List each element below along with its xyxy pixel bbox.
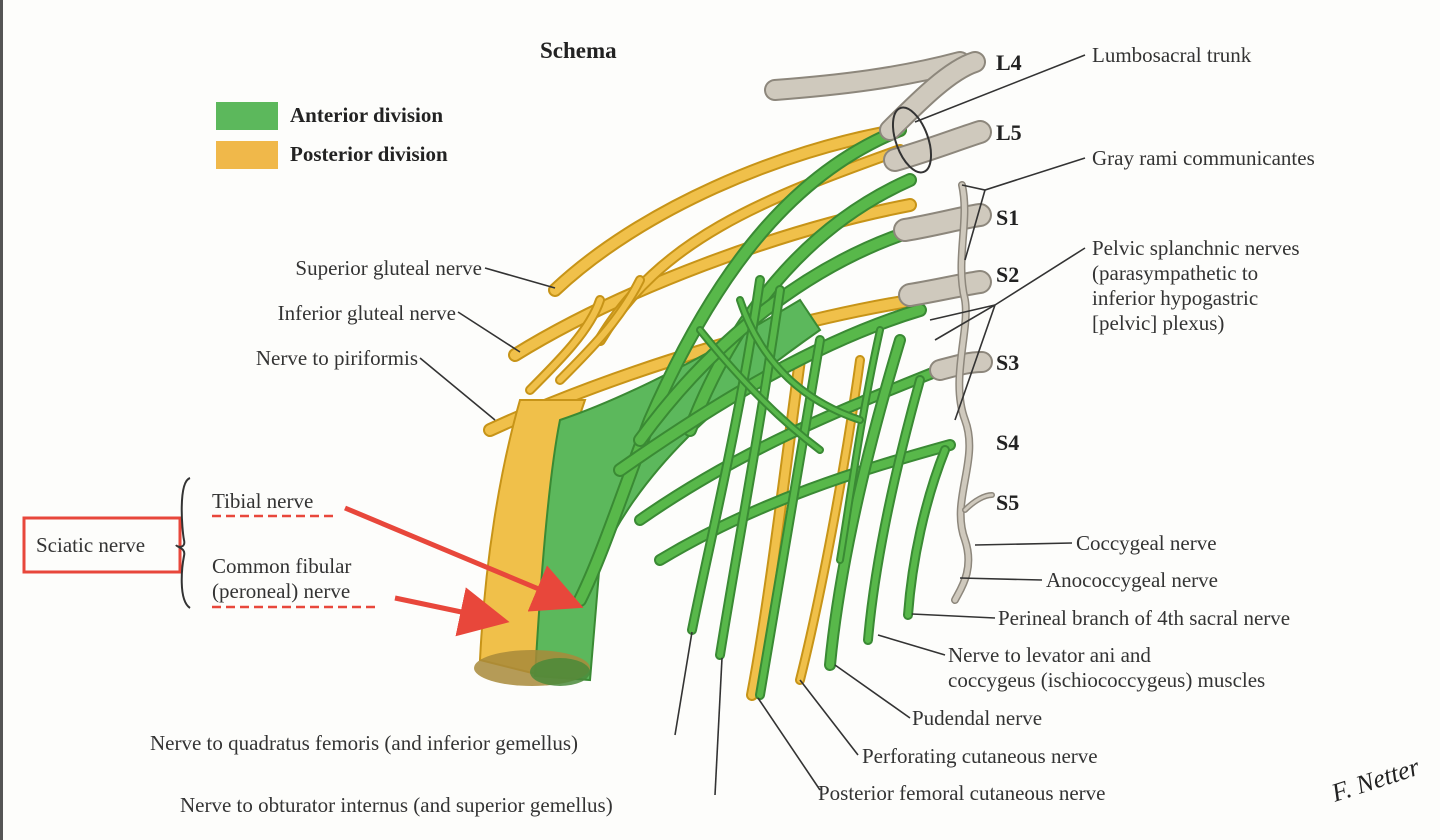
label-pelvic-splanchnic-2: (parasympathetic to [1092,261,1258,285]
legend-label-anterior: Anterior division [290,103,443,127]
left-labels: Superior gluteal nerve Inferior gluteal … [150,256,613,817]
anterior-division-branches [573,123,956,700]
label-superior-gluteal: Superior gluteal nerve [295,256,482,280]
label-tibial-nerve: Tibial nerve [212,489,313,513]
arrow-to-common-fibular [394,587,510,637]
root-label-s5: S5 [996,490,1019,515]
arrow-to-tibial [344,505,584,612]
label-pelvic-splanchnic-4: [pelvic] plexus) [1092,311,1224,335]
root-label-s3: S3 [996,350,1019,375]
root-label-s4: S4 [996,430,1019,455]
root-label-l5: L5 [996,120,1022,145]
label-sciatic-nerve: Sciatic nerve [36,533,145,557]
root-labels: L4 L5 S1 S2 S3 S4 S5 [996,50,1022,515]
label-inferior-gluteal: Inferior gluteal nerve [278,301,456,325]
spinal-root-stumps [764,51,995,604]
label-common-fibular-1: Common fibular [212,554,351,578]
label-levator-ani-2: coccygeus (ischiococcygeus) muscles [948,668,1265,692]
nerve-illustration [474,51,995,701]
label-pelvic-splanchnic-3: inferior hypogastric [1092,286,1258,310]
right-labels: Lumbosacral trunk Gray rami communicante… [818,43,1315,805]
legend-swatch-anterior [216,102,278,130]
label-levator-ani-1: Nerve to levator ani and [948,643,1151,667]
leader-lines [419,54,1086,796]
label-pudendal: Pudendal nerve [912,706,1042,730]
root-label-s1: S1 [996,205,1019,230]
label-coccygeal: Coccygeal nerve [1076,531,1217,555]
label-perineal-branch: Perineal branch of 4th sacral nerve [998,606,1290,630]
label-common-fibular-2: (peroneal) nerve [212,579,350,603]
sciatic-trunk [474,298,822,686]
label-perforating-cutaneous: Perforating cutaneous nerve [862,744,1098,768]
label-pelvic-splanchnic-1: Pelvic splanchnic nerves [1092,236,1300,260]
label-quadratus-femoris: Nerve to quadratus femoris (and inferior… [150,731,578,755]
brace [175,477,191,609]
sciatic-annotation: Sciatic nerve Tibial nerve Common fibula… [22,477,584,637]
legend-swatch-posterior [216,141,278,169]
sciatic-box [22,516,182,574]
artist-signature: F. Netter [1327,752,1424,808]
diagram-title: Schema [540,38,617,63]
root-label-l4: L4 [996,50,1022,75]
label-lumbosacral-trunk: Lumbosacral trunk [1092,43,1252,67]
label-piriformis: Nerve to piriformis [256,346,418,370]
label-posterior-femoral-cutaneous: Posterior femoral cutaneous nerve [818,781,1105,805]
legend: Anterior division Posterior division [216,102,448,169]
legend-label-posterior: Posterior division [290,142,448,166]
label-anococcygeal: Anococcygeal nerve [1046,568,1218,592]
root-label-s2: S2 [996,262,1019,287]
label-obturator-internus: Nerve to obturator internus (and superio… [180,793,613,817]
label-gray-rami: Gray rami communicantes [1092,146,1315,170]
